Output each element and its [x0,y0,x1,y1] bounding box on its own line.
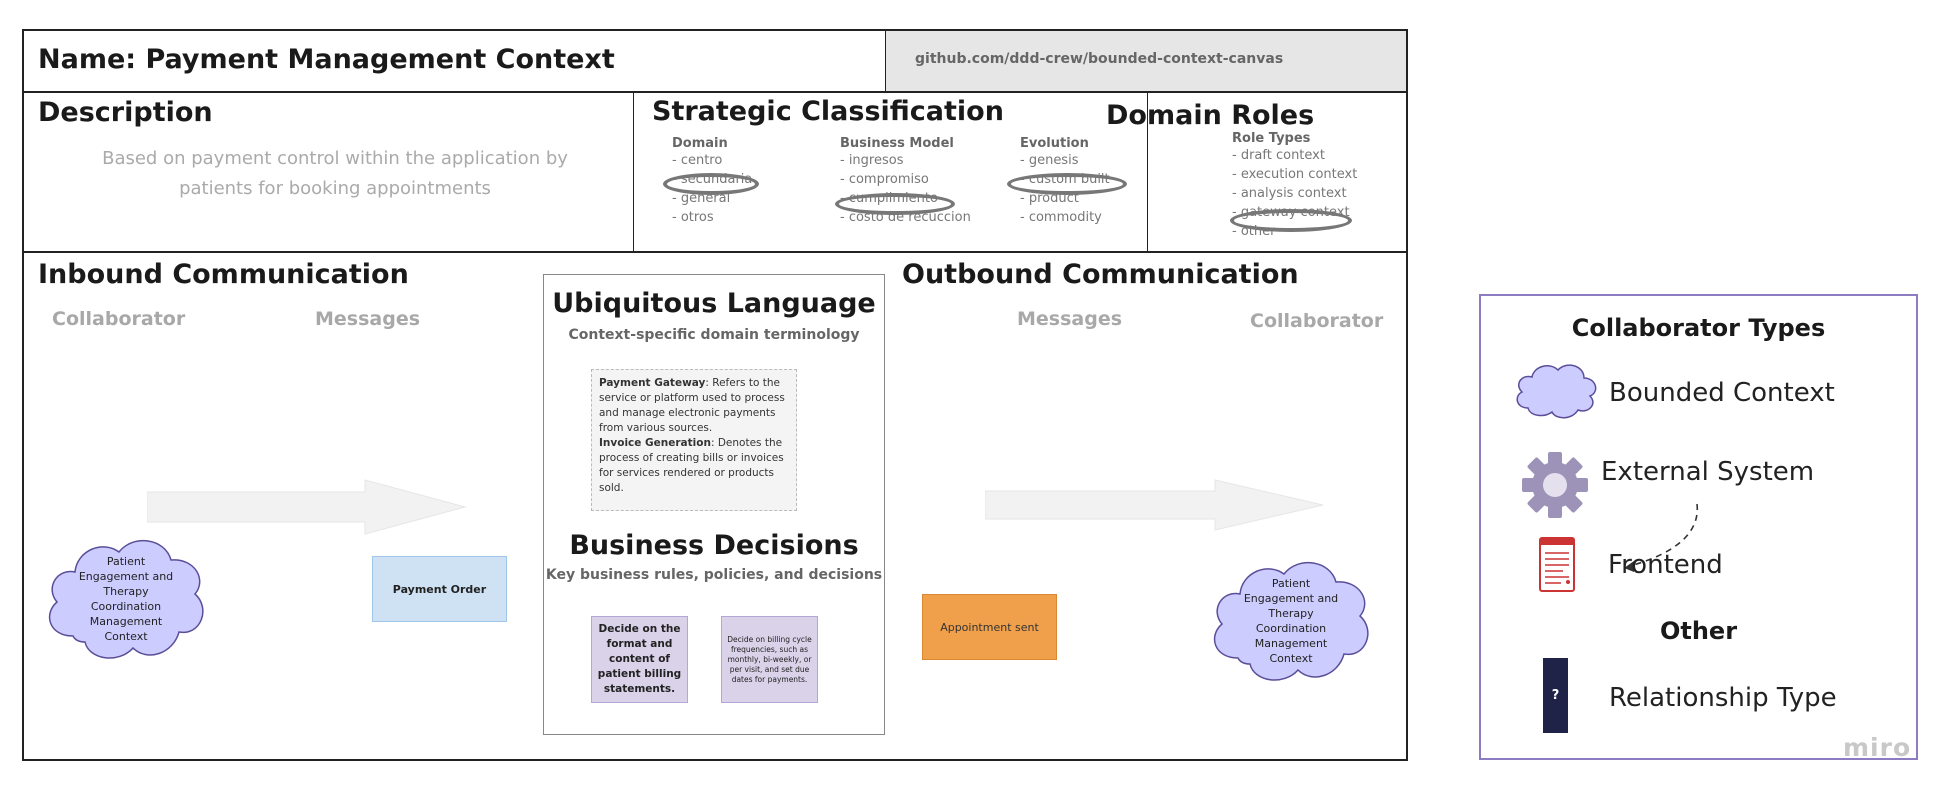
term-name: Payment Gateway [599,377,706,389]
outbound-collaborator-head: Collaborator [1250,310,1384,332]
description-title: Description [38,97,213,128]
outbound-communication-title: Outbound Communication [902,259,1299,290]
business-decision-text: Decide on the format and content of pati… [597,623,682,695]
bounded-context-icon [1516,364,1597,419]
business-decisions-subtitle: Key business rules, policies, and decisi… [545,567,883,583]
strategic-classification-title: Strategic Classification [652,96,1004,127]
relationship-symbol: ? [1551,688,1560,703]
outbound-collaborator-cloud[interactable]: Patient Engagement and Therapy Coordinat… [1208,554,1374,688]
role-types-head: Role Types [1232,131,1311,146]
evolution-option[interactable]: - genesis [1020,153,1079,168]
domain-option[interactable]: - centro [672,153,723,168]
divider [22,91,1408,93]
ubiquitous-language-subtitle: Context-specific domain terminology [568,327,860,343]
selection-ellipse [1007,173,1127,195]
domain-head: Domain [672,136,728,151]
term-definition: : Refers to the service or platform used… [599,377,785,434]
ubiquitous-language-title: Ubiquitous Language [552,288,876,319]
role-option[interactable]: - draft context [1232,148,1325,163]
business-model-option[interactable]: - compromiso [840,172,929,187]
legend-other-title: Other [1659,617,1738,645]
outbound-collaborator-label: Patient Engagement and Therapy Coordinat… [1243,577,1339,665]
role-option[interactable]: - analysis context [1232,186,1347,201]
divider [22,251,1408,253]
divider [885,31,886,92]
collaborator-types-title: Collaborator Types [1571,314,1826,342]
inbound-collaborator-head: Collaborator [52,308,186,330]
outbound-arrow [985,479,1324,531]
github-link[interactable]: github.com/ddd-crew/bounded-context-canv… [915,51,1284,67]
inbound-message-label: Payment Order [392,582,487,596]
legend-external-system: External System [1601,457,1815,487]
cloud-shape-icon [1213,561,1369,681]
selection-ellipse [835,193,955,215]
divider [1147,92,1148,252]
business-decision-sticky[interactable]: Decide on the format and content of pati… [591,616,688,703]
outbound-messages-head: Messages [1017,308,1123,330]
legend-relationship-type: Relationship Type [1609,683,1837,713]
dashed-connector [1624,503,1699,572]
inbound-messages-head: Messages [315,308,421,330]
inbound-collaborator-label: Patient Engagement and Therapy Coordinat… [78,555,174,643]
inbound-collaborator-cloud[interactable]: Patient Engagement and Therapy Coordinat… [43,532,209,666]
role-option[interactable]: - execution context [1232,167,1358,182]
context-name-title: Name: Payment Management Context [38,44,615,75]
github-link-panel[interactable] [886,31,1406,92]
relationship-type-icon: ? [1543,658,1568,733]
ubiquitous-language-note[interactable]: Payment Gateway: Refers to the service o… [591,369,797,511]
legend-frontend: Frontend [1608,550,1723,580]
divider [633,92,634,252]
description-text[interactable]: Based on payment control within the appl… [102,148,568,199]
bounded-context-canvas [22,29,1408,761]
term-name: Invoice Generation [599,437,711,449]
frontend-icon [1539,537,1575,592]
selection-ellipse [663,173,759,195]
business-model-option[interactable]: - ingresos [840,153,904,168]
business-model-head: Business Model [840,136,954,151]
evolution-option[interactable]: - commodity [1020,210,1102,225]
term-definition: : Denotes the process of creating bills … [599,437,784,494]
domain-roles-title: Domain Roles [1106,100,1315,131]
inbound-message-sticky[interactable]: Payment Order [372,556,507,622]
inbound-communication-title: Inbound Communication [38,259,409,290]
miro-watermark: miro [1843,733,1912,762]
business-decision-sticky[interactable]: Decide on billing cycle frequencies, suc… [721,616,818,703]
cloud-shape-icon [48,539,204,659]
outbound-message-label: Appointment sent [940,620,1039,634]
legend-bounded-context: Bounded Context [1609,378,1835,408]
business-decisions-title: Business Decisions [569,530,859,561]
outbound-message-sticky[interactable]: Appointment sent [922,594,1057,660]
evolution-head: Evolution [1020,136,1089,151]
external-system-gear-icon [1522,452,1588,518]
selection-ellipse [1230,209,1352,232]
inbound-arrow [147,479,467,535]
domain-option[interactable]: - otros [672,210,714,225]
business-decision-text: Decide on billing cycle frequencies, suc… [727,634,812,684]
